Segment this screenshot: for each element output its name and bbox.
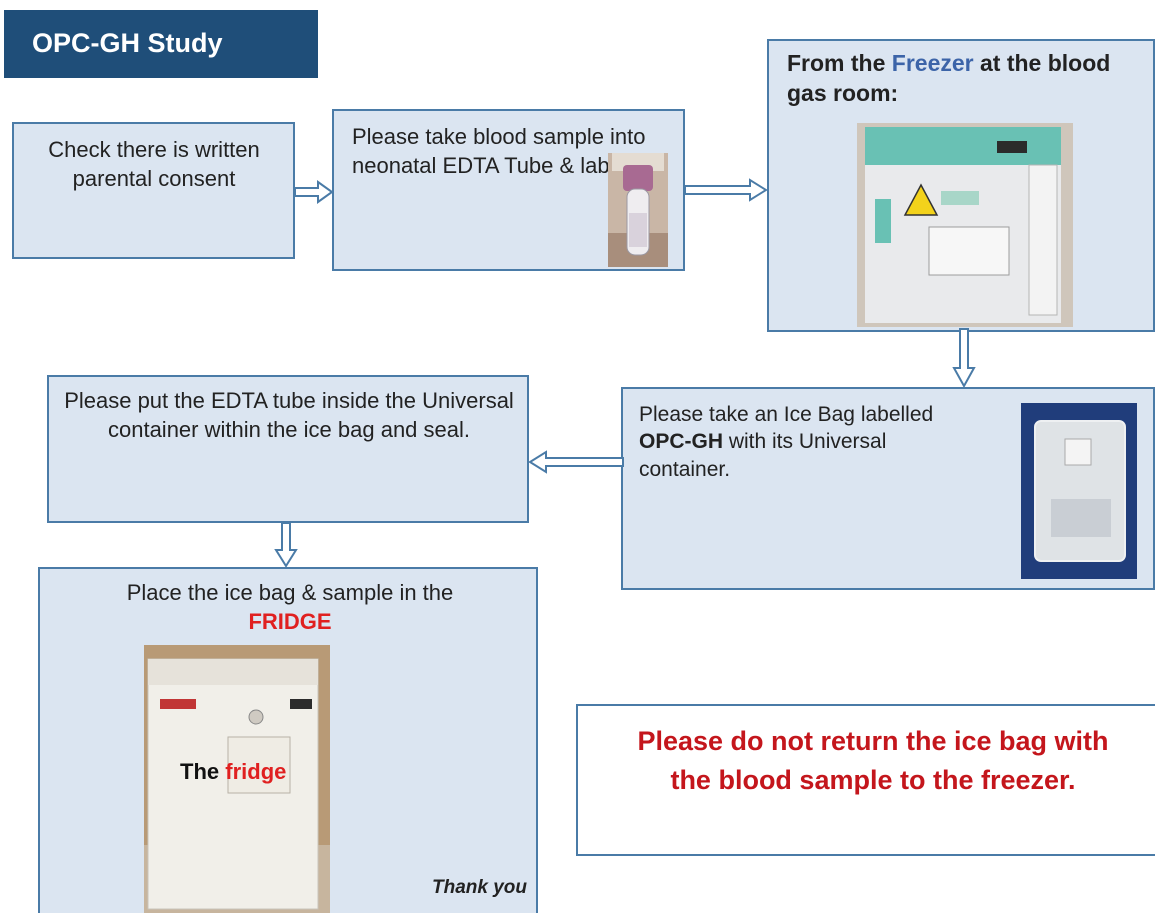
step-consent-text: Check there is written parental consent (48, 137, 260, 191)
step-put-tube-box: Please put the EDTA tube inside the Univ… (47, 375, 529, 523)
fridge-photo (144, 645, 330, 913)
ice-bag-photo (1021, 403, 1137, 579)
arrow-right-icon (294, 180, 334, 204)
warning-note-line-2: the blood sample to the freezer. (670, 765, 1076, 796)
step-fridge-box: Place the ice bag & sample in the FRIDGE… (38, 567, 538, 913)
fridge-photo-label: The fridge (180, 759, 286, 785)
step-ice-bag-box: Please take an Ice Bag labelled OPC-GH w… (621, 387, 1155, 590)
study-title: OPC-GH Study (32, 28, 223, 58)
step-ice-bag-text: Please take an Ice Bag labelled OPC-GH w… (639, 401, 969, 483)
step-freezer-suffix: at the blood gas room: (787, 50, 1111, 106)
step-fridge-line: Place the ice bag & sample in the (126, 580, 454, 605)
warning-note-box: Please do not return the ice bag with th… (576, 704, 1155, 856)
warning-note-text: Please do not return the ice bag with th… (578, 722, 1155, 800)
fridge-label-fridge: fridge (225, 759, 287, 784)
step-freezer-box: From the Freezer at the blood gas room: (767, 39, 1155, 332)
fridge-label-the: The (180, 759, 220, 784)
study-title-banner: OPC-GH Study (4, 10, 318, 78)
step-ice-bag-prefix: Please take an Ice Bag labelled (639, 403, 934, 426)
step-freezer-text: From the Freezer at the blood gas room: (787, 49, 1127, 109)
step-ice-bag-bold: OPC-GH (639, 430, 723, 454)
step-fridge-text: Place the ice bag & sample in the FRIDGE (50, 579, 530, 636)
step-fridge-word: FRIDGE (248, 608, 332, 634)
arrow-down-icon (274, 522, 298, 568)
arrow-down-icon (952, 328, 976, 388)
step-consent-box: Check there is written parental consent (12, 122, 295, 259)
step-freezer-prefix: From the (787, 50, 892, 76)
arrow-left-icon (528, 450, 624, 474)
freezer-photo (857, 123, 1073, 327)
warning-note-line-1: Please do not return the ice bag with (637, 726, 1109, 756)
step-blood-sample-box: Please take blood sample into neonatal E… (332, 109, 685, 271)
thank-you-text: Thank you (432, 877, 528, 898)
arrow-right-icon (684, 178, 768, 202)
step-ice-bag-suffix: with its Universal container. (639, 430, 887, 481)
step-blood-sample-text: Please take blood sample into neonatal E… (352, 124, 646, 178)
step-put-tube-text: Please put the EDTA tube inside the Univ… (64, 388, 514, 442)
edta-tube-photo (608, 153, 668, 267)
step-freezer-word: Freezer (891, 50, 974, 76)
